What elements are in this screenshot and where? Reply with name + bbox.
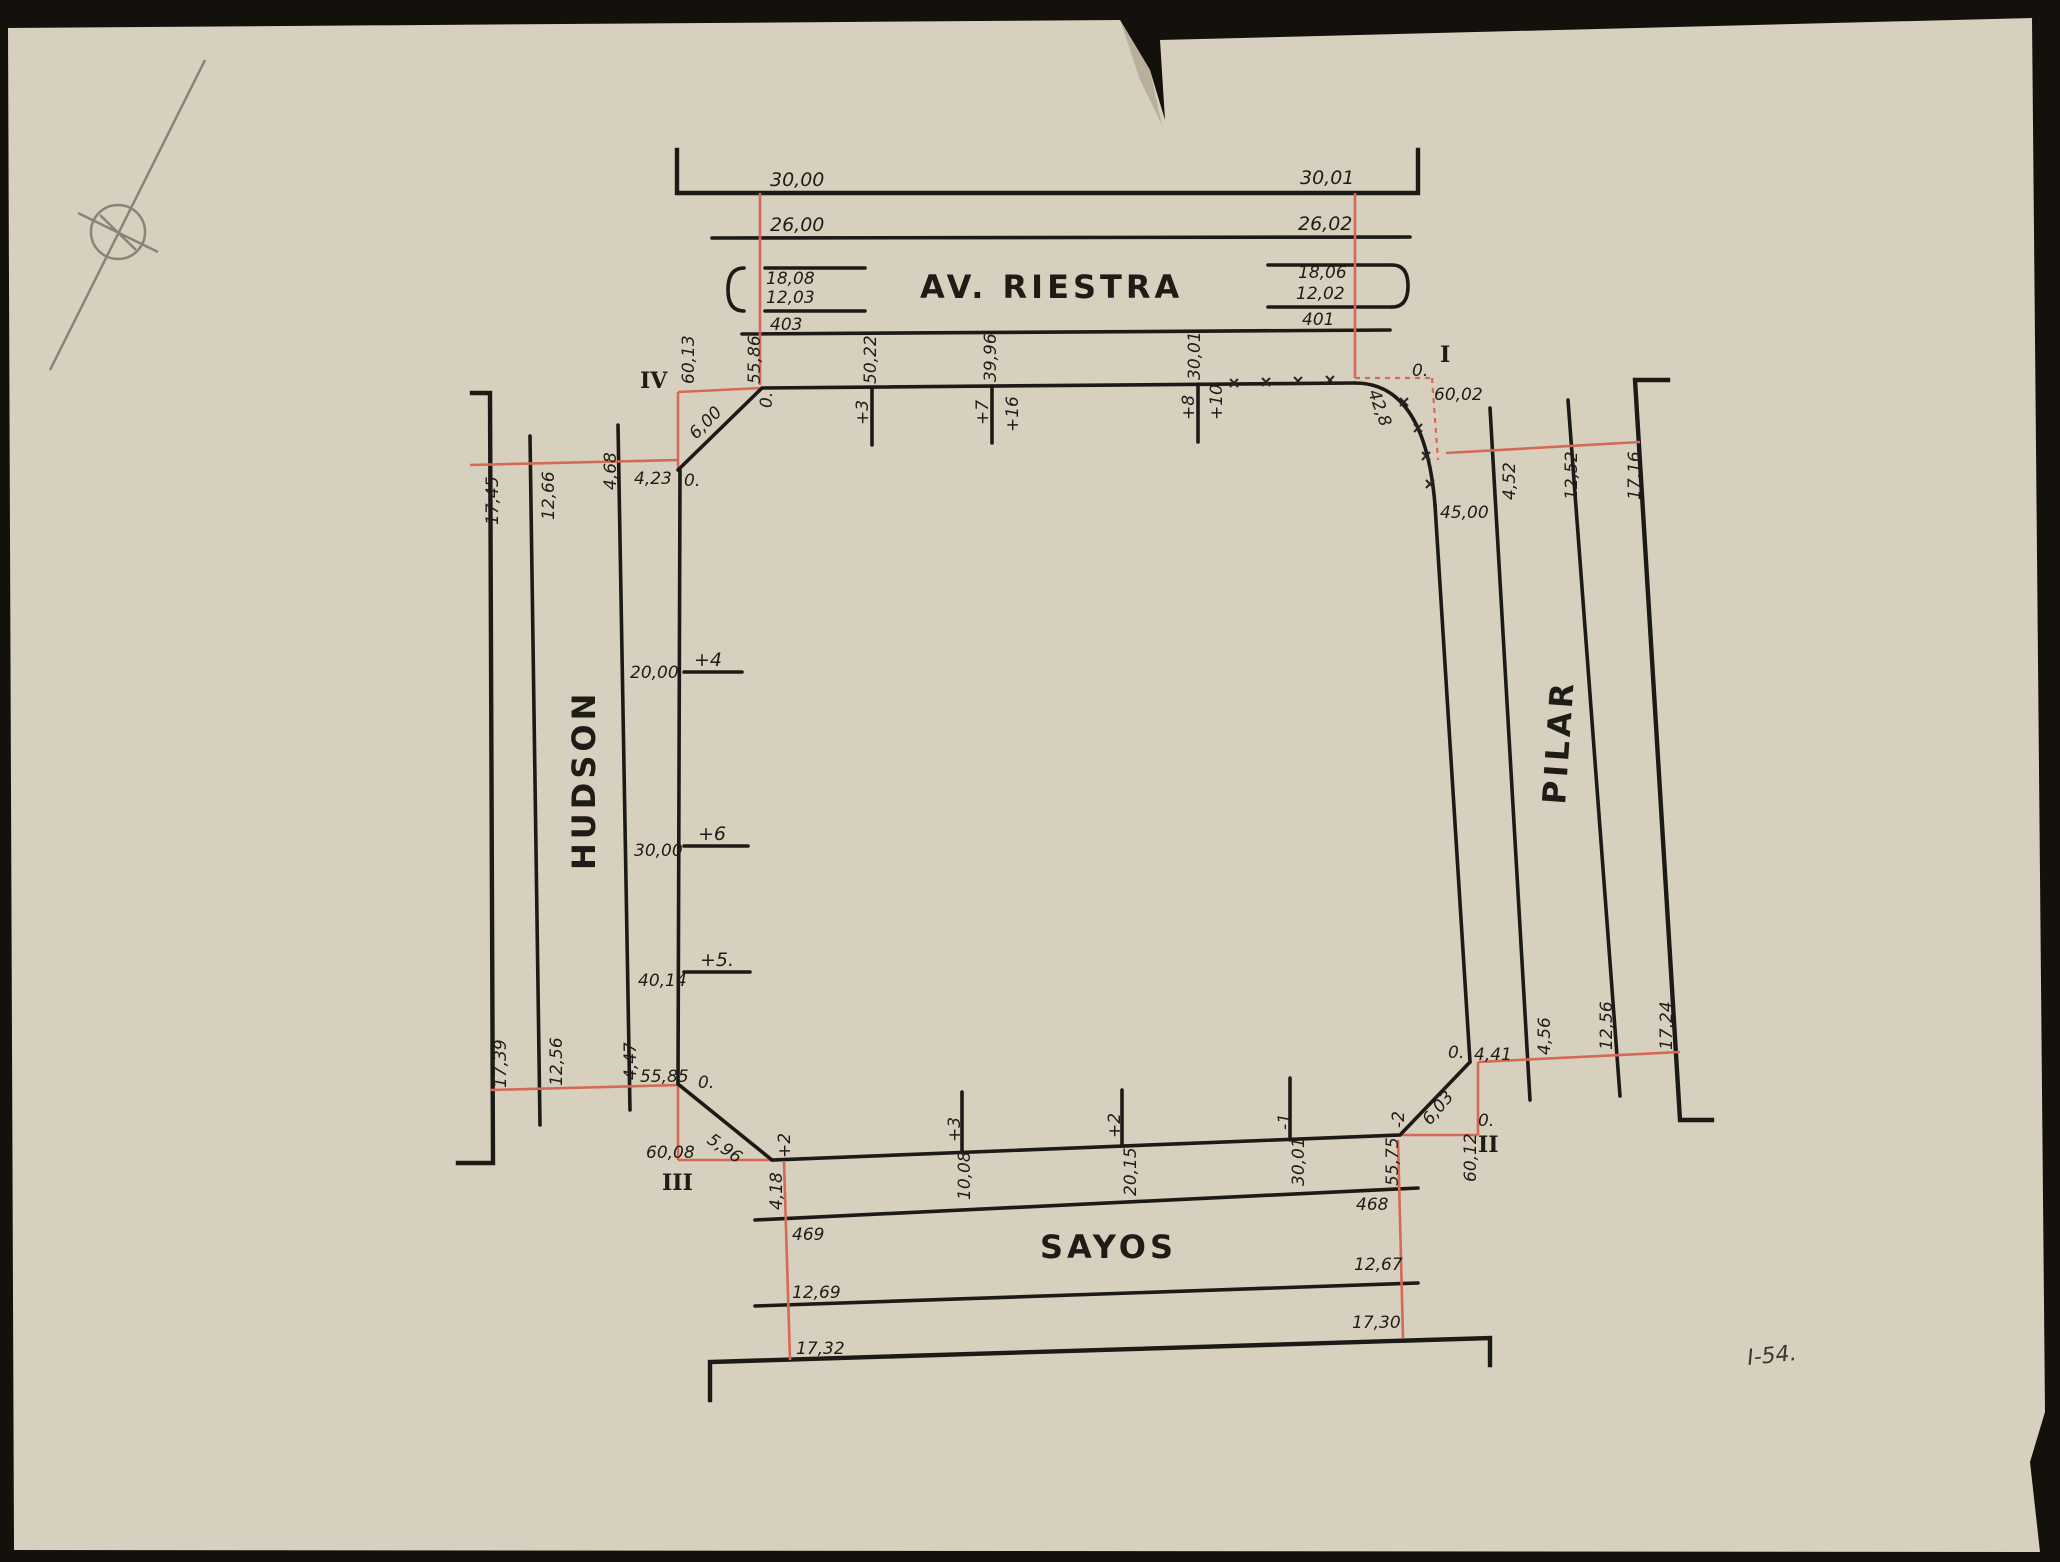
top-chainage-1: 50,22 [861, 335, 881, 384]
bottom-label-12: 60,12 [1461, 1133, 1481, 1182]
left-label-11: 0. [698, 1073, 714, 1093]
left-label-5: +4 [694, 649, 722, 671]
measure-left-bottom-3: 4,47 [621, 1042, 641, 1080]
bottom-street-lines [707, 1139, 1493, 1403]
street-name-right: PILAR [1535, 678, 1582, 806]
bottom-label-5: 20,15 [1121, 1147, 1141, 1196]
top-offset-4: +8 [1179, 395, 1199, 420]
top-corner-label-2: 55,86 [745, 335, 765, 384]
measure-bottom-left-3: 17,32 [796, 1339, 845, 1359]
bottom-label-14: 0. [1448, 1043, 1464, 1063]
left-street-lines [455, 390, 681, 1166]
top-right-corner-1: 60,02 [1434, 385, 1483, 405]
bottom-label-13: 0. [1478, 1111, 1494, 1131]
offset-ticks [682, 382, 1292, 1154]
bottom-label-3: 10,08 [955, 1151, 975, 1200]
top-chainage-3: 30,01 [1185, 331, 1205, 380]
measure-top-right-4: 12,02 [1296, 284, 1345, 304]
bottom-label-1: +2 [775, 1133, 795, 1158]
bottom-label-15: 4,41 [1474, 1045, 1512, 1065]
top-corner-label-1: 60,13 [679, 335, 699, 384]
paper-tear [1120, 20, 1162, 125]
left-label-3: 0. [684, 471, 700, 491]
measure-left-bottom-2: 12,56 [547, 1037, 567, 1086]
bottom-label-8: -1 [1275, 1113, 1295, 1130]
block-outline [676, 376, 1480, 1162]
measure-top-left-3: 18,08 [766, 269, 815, 289]
top-corner-label-3: 0. [757, 392, 777, 408]
bottom-label-9: 55,75 [1383, 1137, 1403, 1186]
street-name-top: AV. RIESTRA [920, 268, 1183, 306]
measure-bottom-right-3: 17,30 [1352, 1313, 1401, 1333]
left-label-10: 55,85 [640, 1067, 689, 1087]
fence-marks [1229, 375, 1435, 489]
top-offset-2: +7 [973, 400, 993, 425]
measure-top-right-1: 30,01 [1300, 167, 1354, 189]
left-label-13: 60,08 [646, 1143, 695, 1163]
street-name-bottom: SAYOS [1040, 1228, 1177, 1266]
measure-left-bottom-1: 17,39 [491, 1039, 511, 1088]
street-name-left: HUDSON [565, 690, 603, 870]
measure-top-right-5: 401 [1302, 310, 1334, 330]
right-street-lines [1445, 377, 1715, 1123]
paper-background [8, 18, 2045, 1552]
measure-top-left-4: 12,03 [766, 288, 815, 308]
measure-right-top-1: 4,52 [1500, 462, 1520, 500]
top-offset-1: +3 [853, 400, 873, 425]
measure-top-left-5: 403 [770, 315, 802, 335]
left-label-9: +5. [700, 949, 734, 971]
corner-label-iii: III [662, 1170, 693, 1196]
measure-right-bottom-1: 4,56 [1535, 1017, 1555, 1055]
corner-label-iv: IV [640, 368, 668, 394]
measure-bottom-left-1: 469 [792, 1225, 824, 1245]
measure-left-top-1: 17,45 [483, 476, 503, 525]
top-offset-3: +16 [1003, 396, 1023, 432]
top-right-corner-0: 0. [1412, 361, 1428, 381]
measure-right-top-3: 17,16 [1625, 451, 1645, 500]
left-label-4: 20,00 [630, 663, 679, 683]
measure-top-right-2: 26,02 [1298, 213, 1352, 235]
left-label-8: 40,14 [638, 971, 687, 991]
measure-right-bottom-3: 17,24 [1657, 1001, 1677, 1050]
measure-left-top-2: 12,66 [539, 471, 559, 520]
measure-left-top-3: 4,68 [601, 452, 621, 490]
bottom-label-4: +3 [945, 1117, 965, 1142]
bottom-label-7: 30,01 [1289, 1137, 1309, 1186]
measure-top-right-3: 18,06 [1298, 263, 1347, 283]
sheet-reference: I-54. [1746, 1341, 1798, 1371]
top-right-corner-3: 45,00 [1440, 503, 1489, 523]
top-offset-5: +10 [1207, 384, 1227, 420]
measure-top-left-1: 30,00 [770, 169, 824, 191]
left-label-7: +6 [698, 823, 726, 845]
bottom-label-6: +2 [1105, 1113, 1125, 1138]
measure-bottom-left-2: 12,69 [792, 1283, 841, 1303]
left-label-6: 30,00 [634, 841, 683, 861]
measure-right-top-2: 12,52 [1562, 451, 1582, 500]
measure-right-bottom-2: 12,56 [1597, 1001, 1617, 1050]
bottom-label-10: -2 [1389, 1111, 1409, 1128]
measure-top-left-2: 26,00 [770, 214, 824, 236]
top-street-lines [674, 147, 1421, 385]
north-arrow-sketch [48, 59, 207, 371]
measure-bottom-right-2: 12,67 [1354, 1255, 1403, 1275]
corner-label-ii: II [1478, 1132, 1499, 1158]
left-label-2: 4,23 [634, 469, 672, 489]
measure-bottom-right-1: 468 [1356, 1195, 1389, 1215]
top-chainage-2: 39,96 [981, 333, 1001, 382]
bottom-label-2: 4,18 [767, 1172, 787, 1210]
corner-label-i: I [1440, 342, 1450, 368]
